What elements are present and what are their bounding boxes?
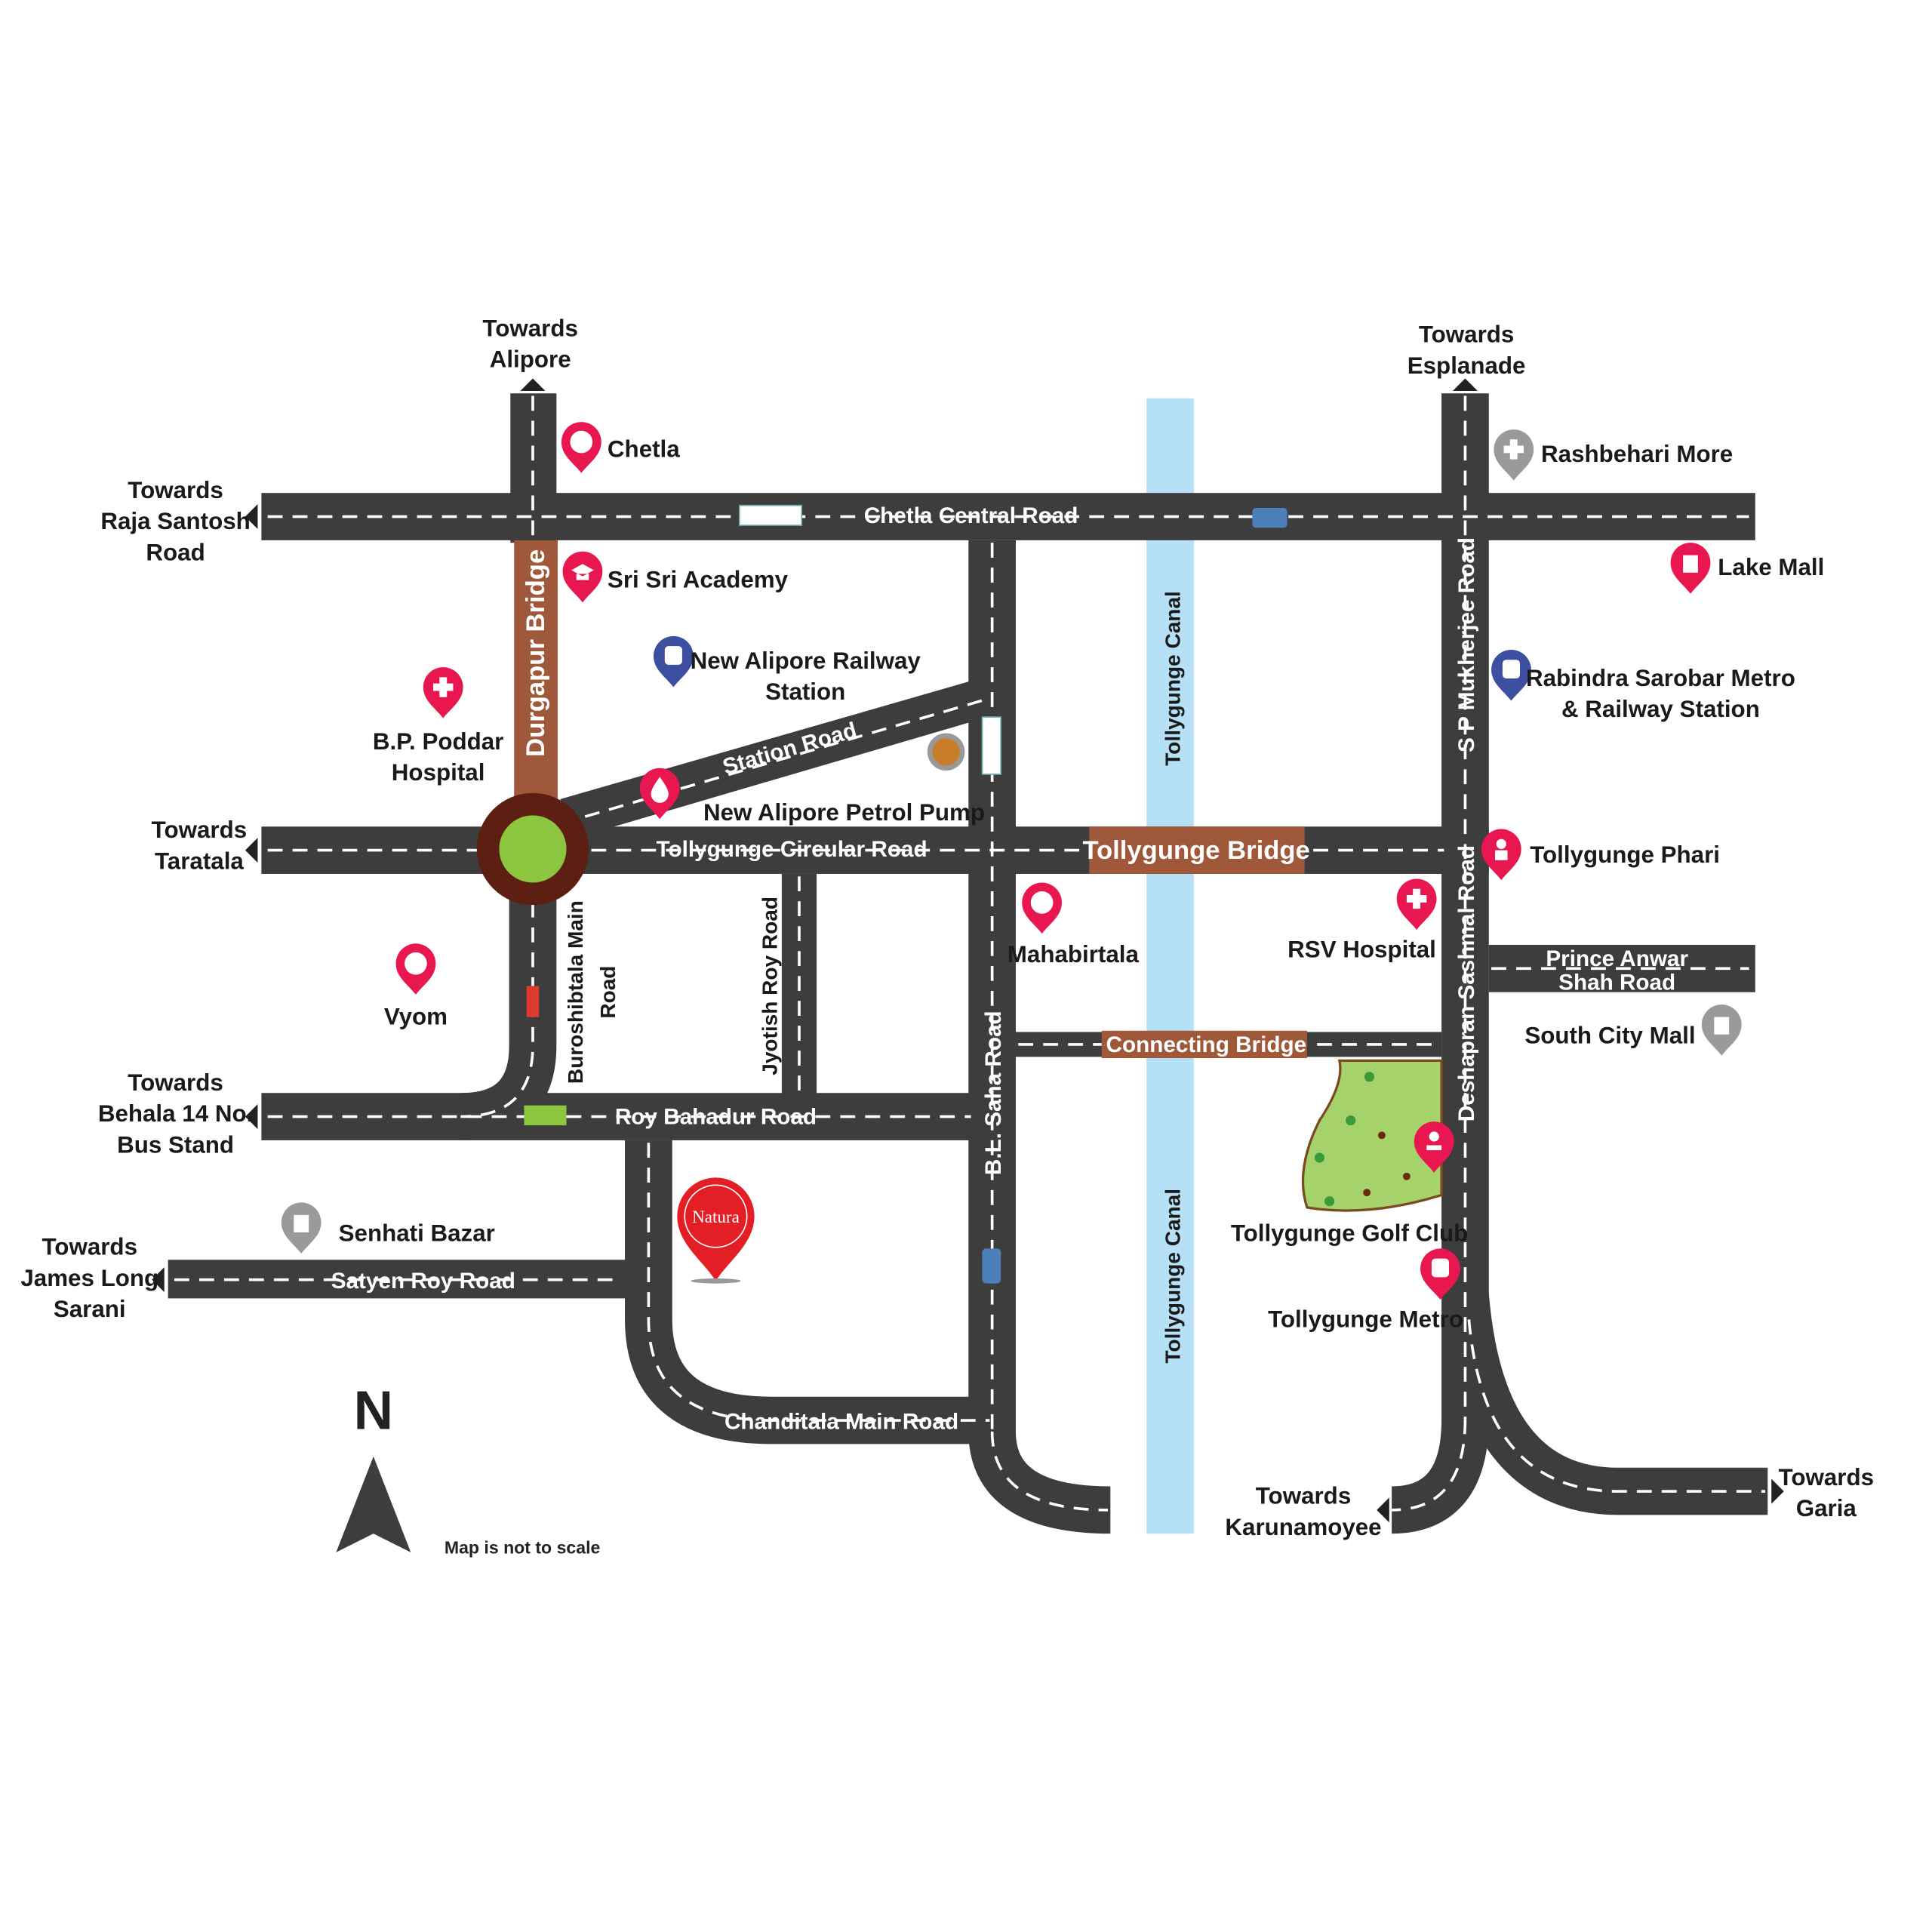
svg-text:Road: Road [596, 966, 620, 1019]
svg-text:Mahabirtala: Mahabirtala [1008, 941, 1140, 968]
arrow-up-icon [520, 378, 546, 391]
svg-text:New Alipore Petrol Pump: New Alipore Petrol Pump [703, 799, 985, 826]
arrow-left-icon [245, 504, 258, 530]
connecting-bridge-label: Connecting Bridge [1106, 1032, 1307, 1057]
svg-text:Jyotish Roy Road: Jyotish Roy Road [758, 897, 781, 1075]
svg-text:Senhati Bazar: Senhati Bazar [339, 1220, 495, 1247]
durgapur-bridge [514, 540, 558, 802]
vehicle-car [982, 1248, 1001, 1284]
svg-text:S P Mukherjee Road: S P Mukherjee Road [1454, 537, 1479, 752]
arrow-left-icon [152, 1267, 165, 1293]
shopping-bag-pin-icon [1701, 1004, 1742, 1056]
tollygunge-bridge [1089, 826, 1305, 874]
pins: Natura [281, 422, 1742, 1300]
svg-text:Sri Sri Academy: Sri Sri Academy [608, 567, 789, 593]
vehicle-truck [981, 716, 1002, 775]
arrow-left-icon [245, 838, 258, 863]
svg-text:Satyen Roy Road: Satyen Roy Road [331, 1269, 515, 1294]
natura-project-pin: Natura [677, 1177, 755, 1284]
north-arrow-icon [336, 1456, 411, 1552]
roundabout-green [499, 815, 567, 883]
road-labels: Chetla Central Road Tollygunge Circular … [331, 503, 1689, 1435]
vehicle-truck [738, 504, 803, 526]
bl-saha-road [968, 540, 1016, 1437]
svg-text:Tollygunge Golf Club: Tollygunge Golf Club [1231, 1220, 1468, 1247]
svg-text:Deshapran Sashmal Road: Deshapran Sashmal Road [1454, 845, 1479, 1121]
rashbehari-crossing-pin-icon [1494, 429, 1534, 481]
vehicle-truck [524, 1105, 567, 1126]
school-pin-icon [562, 551, 603, 603]
svg-text:Tollygunge Canal: Tollygunge Canal [1161, 1189, 1185, 1364]
hospital-pin-icon [1396, 878, 1437, 931]
svg-text:Chetla: Chetla [608, 435, 680, 462]
svg-text:Chetla Central Road: Chetla Central Road [864, 503, 1078, 528]
place-labels: Chetla Sri Sri Academy New Alipore Railw… [339, 435, 1825, 1332]
svg-text:Roy Bahadur Road: Roy Bahadur Road [615, 1104, 817, 1129]
svg-text:Chanditala Main Road: Chanditala Main Road [724, 1410, 958, 1435]
svg-text:Tollygunge Canal: Tollygunge Canal [1161, 591, 1185, 766]
svg-text:Tollygunge Metro: Tollygunge Metro [1268, 1306, 1463, 1332]
metro-pin-icon [1420, 1248, 1460, 1300]
train-pin-icon [1491, 650, 1531, 701]
durgapur-bridge-label: Durgapur Bridge [521, 549, 550, 757]
alipore-road [510, 393, 557, 543]
golf-pin-icon [1414, 1121, 1454, 1173]
person-pin-icon [1481, 829, 1521, 881]
arrow-left-icon [245, 1104, 258, 1130]
svg-text:South City Mall: South City Mall [1524, 1022, 1695, 1048]
arrow-left-icon [1377, 1497, 1389, 1523]
fuel-drop-pin-icon [639, 768, 680, 820]
tollygunge-canal [1146, 398, 1194, 1534]
shopping-bag-pin-icon [1670, 543, 1711, 594]
buroshibtala-main-road [460, 871, 557, 1140]
hospital-pin-icon [423, 667, 463, 718]
arrow-up-icon [1452, 378, 1478, 391]
svg-text:Buroshibtala Main: Buroshibtala Main [564, 900, 587, 1084]
svg-text:RSV Hospital: RSV Hospital [1287, 936, 1436, 962]
vehicle-bus [526, 986, 540, 1017]
natura-logo-text: Natura [692, 1207, 740, 1226]
roads [168, 393, 1768, 1534]
svg-text:B.L. Saha Road: B.L. Saha Road [981, 1011, 1006, 1175]
svg-text:Lake Mall: Lake Mall [1718, 554, 1824, 580]
train-pin-icon [653, 635, 694, 688]
tollygunge-bridge-label: Tollygunge Bridge [1082, 836, 1309, 865]
connecting-bridge [1101, 1030, 1307, 1059]
svg-text:Prince Anwar: Prince Anwar [1546, 946, 1688, 971]
north-label: N [354, 1380, 393, 1441]
location-pin-icon [395, 943, 436, 995]
svg-text:Rashbehari More: Rashbehari More [1541, 441, 1733, 467]
location-pin-icon [1022, 882, 1063, 934]
svg-text:Rabindra Sarobar Metro& Railwa: Rabindra Sarobar Metro& Railway Station [1526, 665, 1795, 722]
location-pin-icon [561, 422, 601, 473]
scale-note: Map is not to scale [445, 1538, 601, 1558]
north-compass: N Map is not to scale [336, 1380, 600, 1558]
arrow-right-icon [1771, 1478, 1784, 1504]
shopping-bag-pin-icon [281, 1202, 321, 1254]
vehicle-car [1252, 507, 1287, 528]
svg-text:Vyom: Vyom [384, 1004, 448, 1030]
svg-text:Tollygunge Phari: Tollygunge Phari [1530, 841, 1720, 868]
svg-text:Shah Road: Shah Road [1558, 970, 1675, 995]
svg-text:Tollygunge Circular Road: Tollygunge Circular Road [657, 837, 928, 862]
manhole-icon [927, 733, 965, 771]
